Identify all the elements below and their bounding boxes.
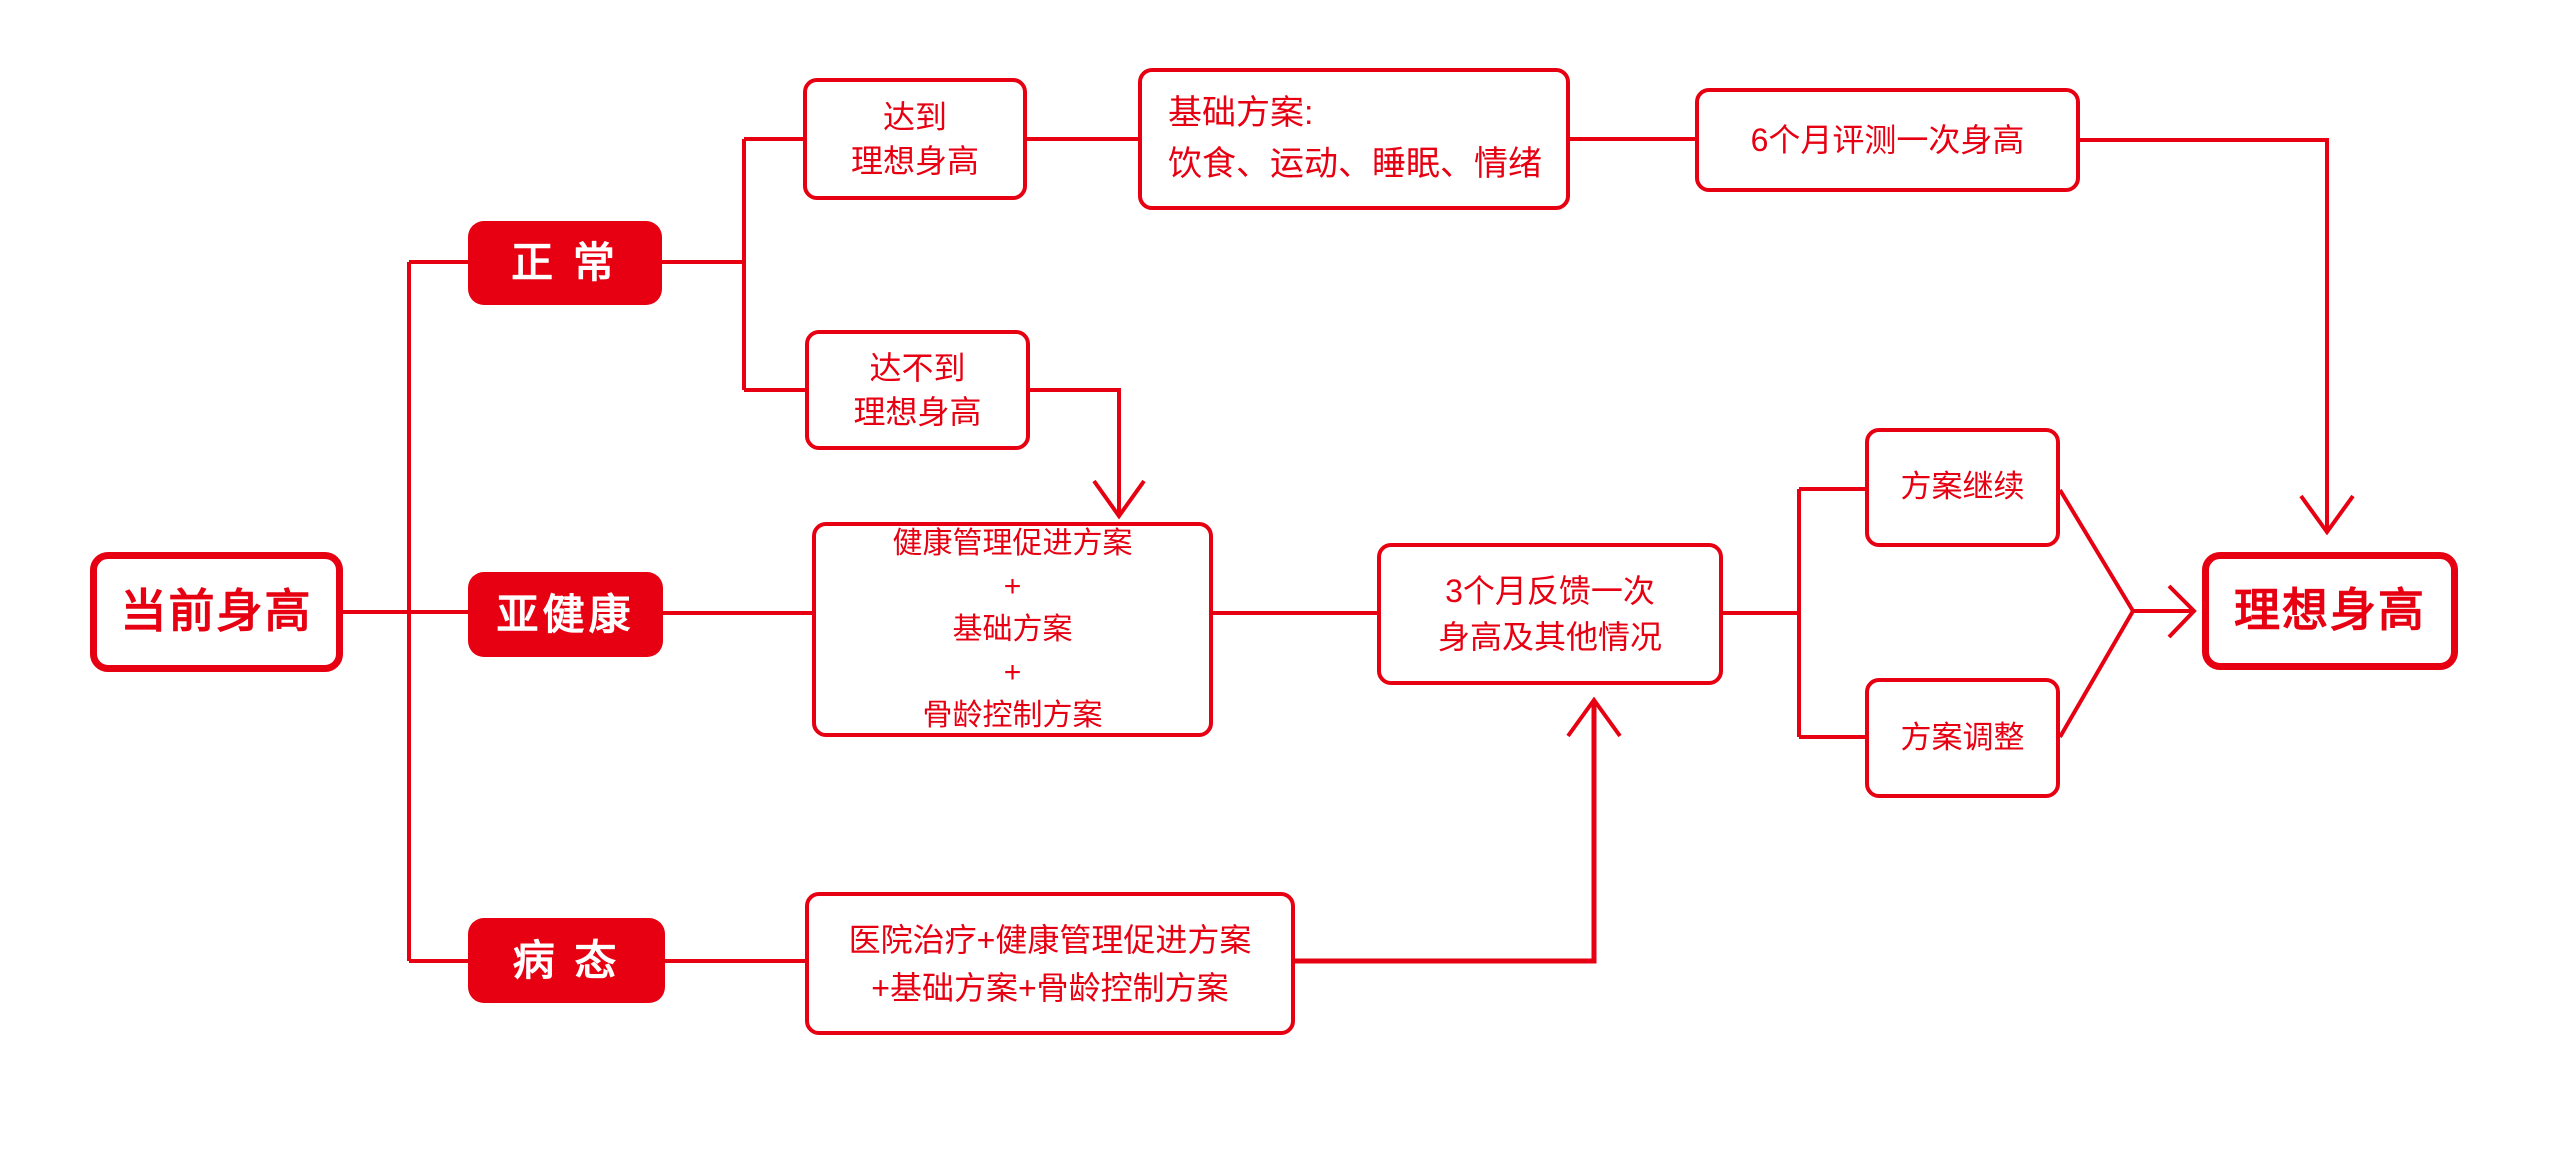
arrow-down-to-mgmt-icon: [1092, 479, 1146, 520]
node-subhealth: 亚健康: [468, 572, 663, 657]
connector-adjust-diagonal: [2058, 609, 2135, 739]
node-plan-adjust: 方案调整: [1865, 678, 2060, 798]
node-basic-plan: 基础方案: 饮食、运动、睡眠、情绪: [1138, 68, 1570, 210]
connector-hospital-to-feedback: [1295, 700, 1597, 964]
arrow-up-to-feedback-icon: [1566, 696, 1622, 738]
node-normal: 正 常: [468, 221, 662, 305]
node-hospital-plan: 医院治疗+健康管理促进方案 +基础方案+骨龄控制方案: [805, 892, 1295, 1035]
node-not-reach-ideal: 达不到 理想身高: [805, 330, 1030, 450]
arrow-down-to-ideal-icon: [2299, 494, 2355, 536]
node-mgmt-plan: 健康管理促进方案 + 基础方案 + 骨龄控制方案: [812, 522, 1213, 737]
node-current-height: 当前身高: [90, 552, 343, 672]
connector-not-reach-to-mgmt: [1030, 388, 1121, 516]
connector-continue-diagonal: [2058, 488, 2135, 613]
node-feedback-3m: 3个月反馈一次 身高及其他情况: [1377, 543, 1723, 685]
node-ideal-height: 理想身高: [2202, 552, 2458, 670]
connector-eval-to-ideal: [2080, 138, 2329, 532]
node-sick: 病 态: [468, 918, 665, 1003]
node-reach-ideal: 达到 理想身高: [803, 78, 1027, 200]
arrow-right-to-ideal-icon: [2167, 584, 2197, 639]
node-eval-6m: 6个月评测一次身高: [1695, 88, 2080, 192]
node-plan-continue: 方案继续: [1865, 428, 2060, 547]
